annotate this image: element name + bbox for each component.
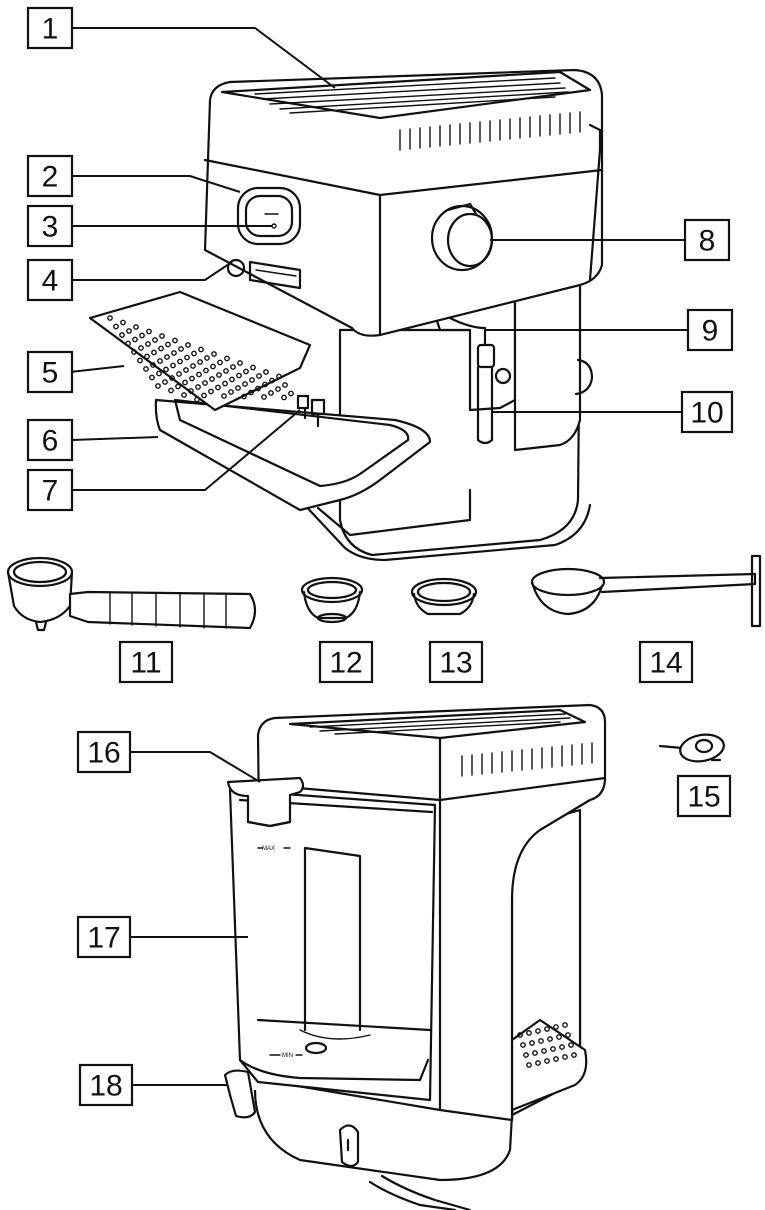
callout-1: 1 bbox=[28, 8, 72, 48]
hole bbox=[144, 367, 148, 371]
callout-9: 9 bbox=[688, 310, 732, 350]
callout-label-13: 13 bbox=[439, 647, 472, 680]
hole bbox=[163, 380, 167, 384]
filter-basket-double bbox=[412, 579, 476, 614]
portafilter bbox=[8, 558, 255, 630]
callout-label-9: 9 bbox=[702, 315, 719, 348]
callout-label-2: 2 bbox=[42, 161, 59, 194]
hole bbox=[138, 358, 142, 362]
callout-6: 6 bbox=[28, 420, 72, 460]
callout-label-4: 4 bbox=[42, 265, 59, 298]
callout-3: 3 bbox=[28, 206, 72, 246]
leader-6 bbox=[72, 437, 158, 440]
cleaning-pin bbox=[660, 731, 726, 764]
hole bbox=[289, 391, 293, 395]
callout-label-11: 11 bbox=[130, 647, 161, 680]
callout-15: 15 bbox=[678, 776, 730, 816]
callout-label-12: 12 bbox=[329, 647, 362, 680]
leader-16 bbox=[130, 752, 260, 782]
callout-14: 14 bbox=[640, 642, 692, 682]
callout-label-1: 1 bbox=[42, 13, 59, 46]
tank-min-mark: MIN bbox=[282, 1053, 293, 1059]
callout-label-7: 7 bbox=[42, 475, 59, 508]
hole bbox=[132, 350, 136, 354]
leader-5 bbox=[70, 366, 124, 372]
callout-13: 13 bbox=[430, 642, 482, 682]
measuring-spoon-tamper bbox=[532, 556, 760, 626]
hole bbox=[283, 383, 287, 387]
callout-label-16: 16 bbox=[87, 737, 120, 770]
callout-12: 12 bbox=[320, 642, 372, 682]
machine-rear-view: MAX MIN bbox=[225, 705, 605, 1210]
callout-label-15: 15 bbox=[687, 781, 720, 814]
callout-11: 11 bbox=[120, 642, 172, 682]
hole bbox=[169, 388, 173, 392]
callout-label-10: 10 bbox=[690, 397, 723, 430]
hole bbox=[195, 397, 199, 401]
callout-label-17: 17 bbox=[87, 922, 120, 955]
callout-label-18: 18 bbox=[89, 1070, 122, 1103]
callout-18: 18 bbox=[80, 1065, 132, 1105]
hole bbox=[262, 395, 266, 399]
callout-label-8: 8 bbox=[699, 225, 716, 258]
callout-16: 16 bbox=[78, 732, 130, 772]
callout-label-6: 6 bbox=[42, 425, 59, 458]
hole bbox=[276, 387, 280, 391]
hole bbox=[157, 371, 161, 375]
filter-basket-single bbox=[302, 578, 362, 622]
callout-label-14: 14 bbox=[649, 647, 682, 680]
callout-label-5: 5 bbox=[42, 357, 59, 390]
hole bbox=[150, 375, 154, 379]
hole bbox=[156, 384, 160, 388]
hole bbox=[176, 384, 180, 388]
callout-label-3: 3 bbox=[42, 211, 59, 244]
callout-4: 4 bbox=[28, 260, 72, 300]
hole bbox=[269, 391, 273, 395]
callout-10: 10 bbox=[682, 392, 732, 432]
hole bbox=[182, 393, 186, 397]
callout-7: 7 bbox=[28, 470, 72, 510]
hole bbox=[282, 395, 286, 399]
callout-5: 5 bbox=[28, 352, 72, 392]
callout-2: 2 bbox=[28, 156, 72, 196]
leader-4 bbox=[72, 262, 232, 280]
tank-max-mark: MAX bbox=[262, 846, 275, 852]
callout-8: 8 bbox=[685, 220, 729, 260]
callout-17: 17 bbox=[78, 917, 130, 957]
machine-front-view bbox=[90, 70, 602, 560]
